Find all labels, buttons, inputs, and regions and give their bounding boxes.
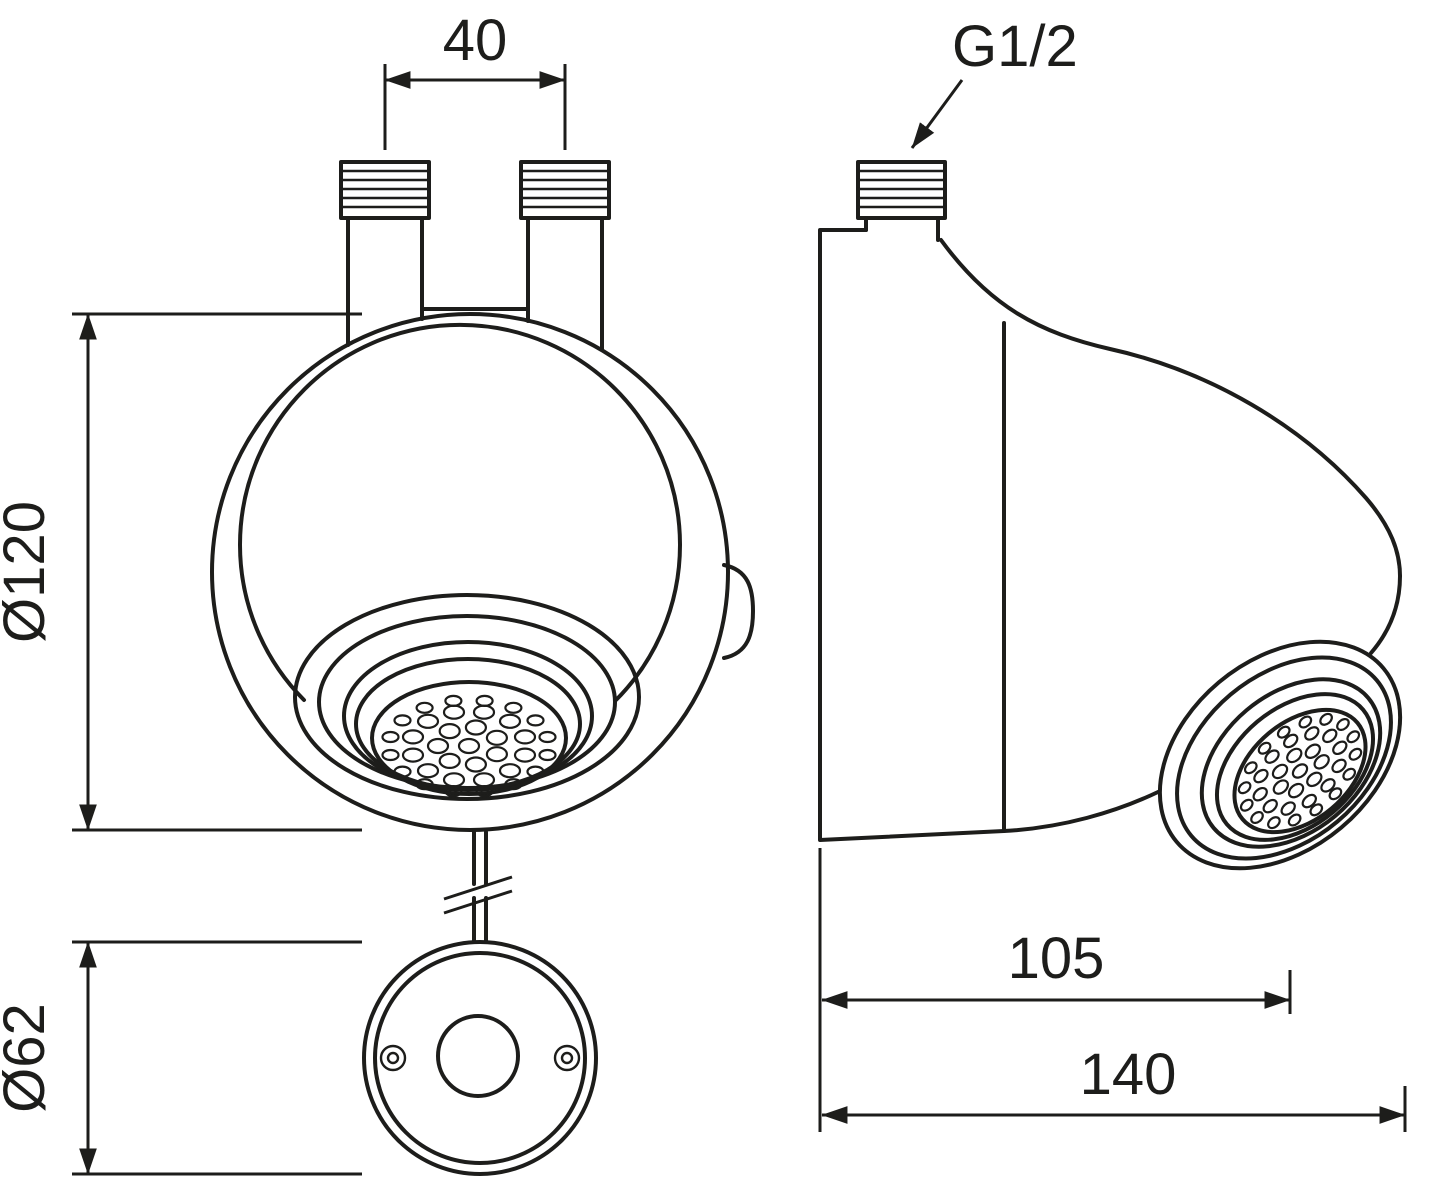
thread-lines-side [856,169,947,209]
side-tab [722,563,755,660]
pipe-right-walls [526,216,604,352]
wall-plate [818,228,1006,842]
plate-outer [362,940,598,1176]
dim-spout-projection: 105 [818,848,1292,1132]
inlet-pipe-left [339,160,431,347]
plate-center-hole [436,1014,520,1098]
dim-120-extension-lines [72,312,362,832]
dim-105-label: 105 [1008,926,1105,991]
thread-lines-left [339,169,431,209]
side-view [818,160,1403,871]
dim-62-extension-lines [72,940,362,1176]
body-underside [1002,790,1160,833]
screw-right-center [560,1051,574,1065]
screw-left-center [386,1051,400,1065]
escutcheon-plate [362,940,598,1176]
spray-face-front [293,593,641,801]
head-body-outline [210,312,730,832]
spout-front-edge [1369,574,1402,655]
dim-40-extension-lines [383,64,567,150]
spray-rim-inner [354,657,582,791]
spout-rim-outer [1199,677,1383,849]
thread-leader-line [910,79,964,149]
break-symbol [443,875,513,915]
dim-62-label: Ø62 [0,1003,57,1113]
body-top-curve [939,238,1402,578]
cord-lines [472,830,488,944]
screw-hole-right [553,1044,581,1072]
spray-holes-side [1237,712,1363,830]
screw-hole-left [379,1044,407,1072]
spray-face-side [1157,639,1403,871]
spray-dome [370,680,568,796]
dim-plate-diameter: Ø62 [0,940,362,1176]
dim-thread-callout: G1/2 [910,14,1078,149]
pull-cord [443,830,513,944]
thread-label: G1/2 [952,14,1078,79]
plate-rim [373,951,587,1165]
dim-140-label: 140 [1080,1042,1177,1107]
inlet-pipe-right [519,160,611,352]
pipe-side-walls [864,216,940,242]
front-view [210,160,755,1176]
dim-120-label: Ø120 [0,501,57,643]
inlet-pipe-side [856,160,947,242]
body-profile [818,228,1402,842]
spout-face-outer [1157,639,1403,871]
thread-lines-right [519,169,611,209]
head-sphere-contour [238,322,682,702]
spray-recess-outer [293,593,641,801]
dim-40-label: 40 [443,8,508,73]
pipe-left-walls [346,216,424,347]
dim-head-diameter: Ø120 [0,312,362,832]
spout-face-ring [1175,655,1393,861]
spray-holes-front [381,694,557,798]
spout-dome [1232,707,1368,835]
dim-pipe-spacing: 40 [383,8,567,150]
spout-rim-inner [1214,692,1376,842]
dim-total-projection: 140 [821,1042,1407,1132]
